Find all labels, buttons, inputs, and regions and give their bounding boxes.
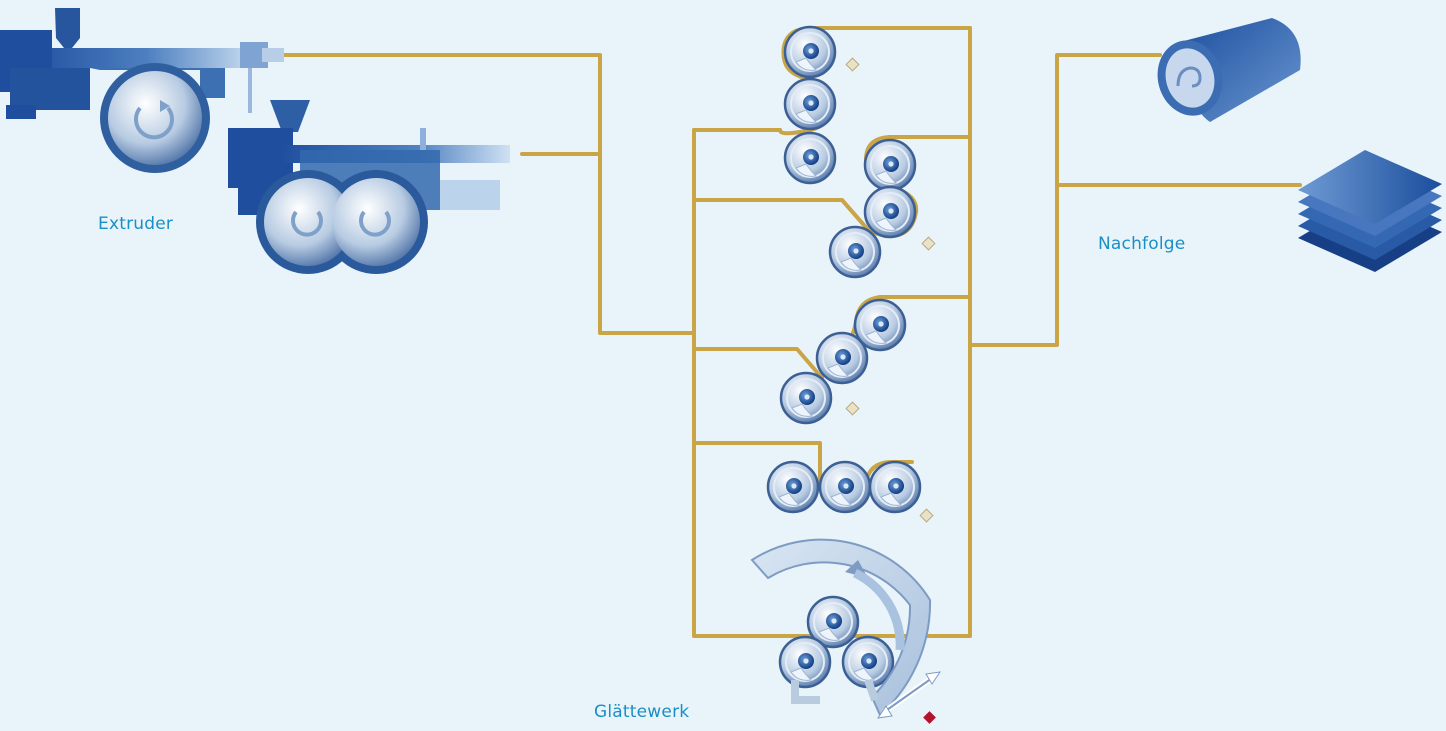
line-row3-left <box>692 347 824 380</box>
label-extruder: Extruder <box>98 214 174 234</box>
sheet-stack-icon <box>1298 150 1442 272</box>
line-output <box>968 53 1162 347</box>
single-screw-extruder-icon <box>0 8 284 173</box>
marker-3 <box>845 401 860 416</box>
rotation-arrow-icon <box>750 538 942 719</box>
line-row4-left <box>692 441 822 480</box>
label-glaettewerk: Glättewerk <box>594 702 690 722</box>
label-nachfolge: Nachfolge <box>1098 234 1186 254</box>
film-roll-icon <box>1157 18 1301 122</box>
line-extruder-1 <box>283 53 696 335</box>
line-row2-left <box>692 198 872 234</box>
marker-4 <box>919 508 934 523</box>
marker-1 <box>845 57 860 72</box>
twin-screw-extruder-icon <box>228 100 510 274</box>
marker-2 <box>921 236 936 251</box>
marker-active <box>923 711 936 724</box>
